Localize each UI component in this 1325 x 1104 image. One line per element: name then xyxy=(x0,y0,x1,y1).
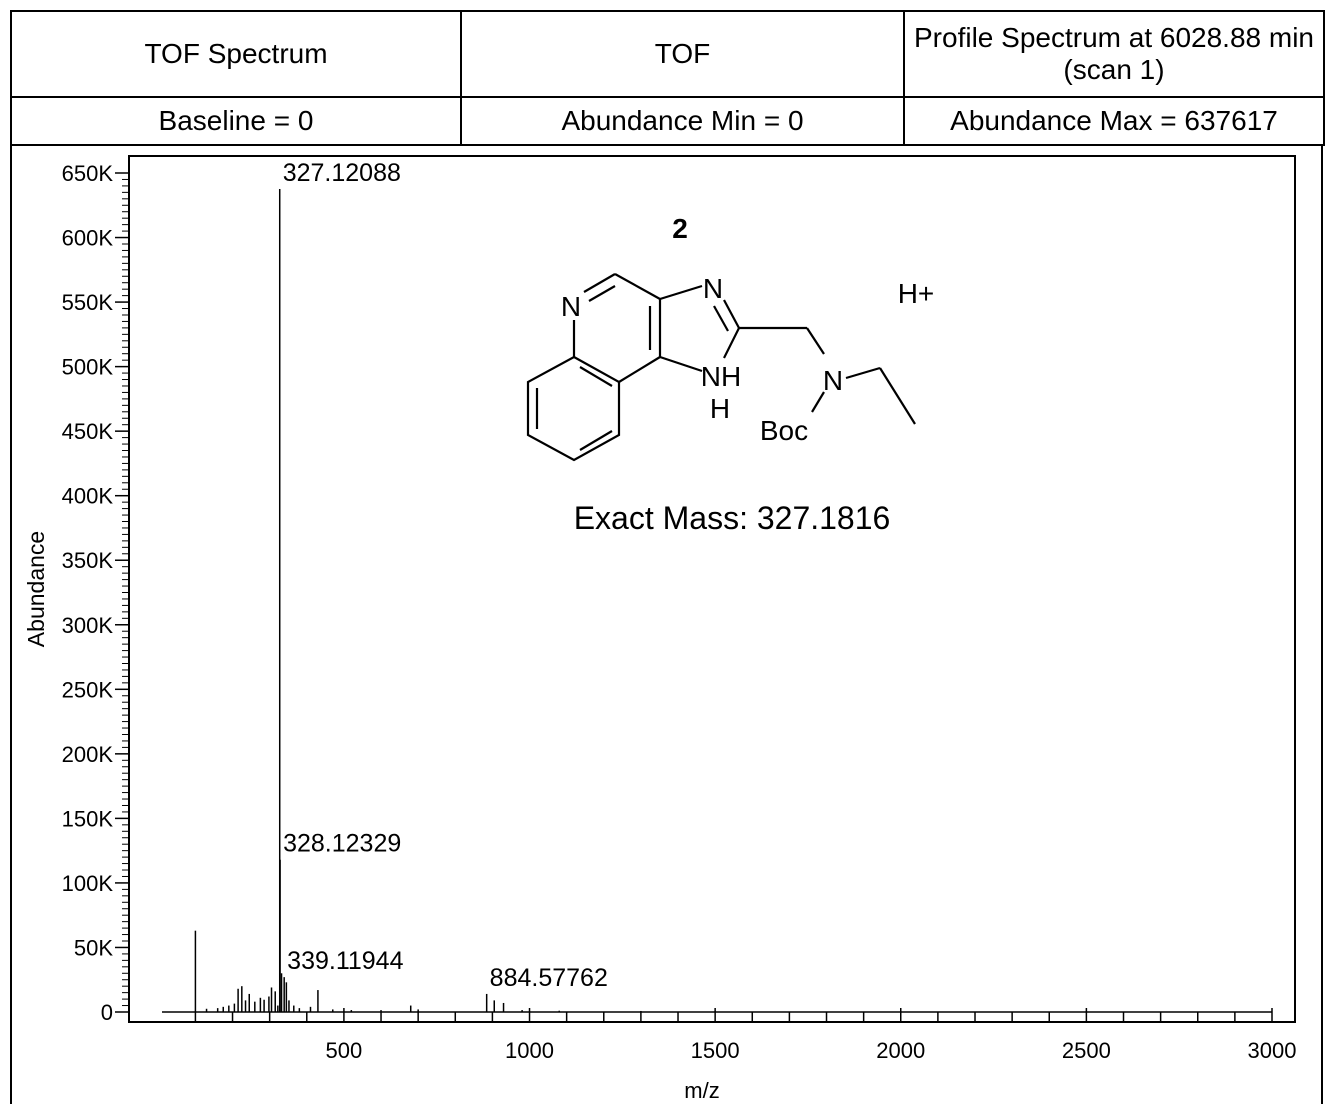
bond xyxy=(845,366,881,380)
peak-label: 339.11944 xyxy=(287,947,403,975)
bond xyxy=(723,299,740,329)
y-tick-label: 300K xyxy=(62,613,114,638)
bond xyxy=(806,327,825,355)
x-tick-label: 1500 xyxy=(691,1038,740,1063)
bond xyxy=(618,356,661,383)
bond-double xyxy=(713,305,729,332)
header-abundance-min: Abundance Min = 0 xyxy=(460,96,905,146)
benzene-double-bond xyxy=(579,430,613,451)
structure-labels: 2 N N NH H N Boc H+ Exact Mass: 327.1816 xyxy=(561,213,934,536)
x-tick-label: 500 xyxy=(326,1038,363,1063)
x-tick-label: 2000 xyxy=(876,1038,925,1063)
header-scan-info: Profile Spectrum at 6028.88 min (scan 1) xyxy=(903,10,1325,98)
chemical-structure xyxy=(526,273,916,462)
y-axis: 0 50K 100K 150K 200K 250K 300K 350K 400K 450K 500K… xyxy=(62,161,129,1025)
plot-frame: Abundance m/z 0 50K 100K 150K 200K 250K 300K 35… xyxy=(10,146,1323,1104)
peak-label: 327.12088 xyxy=(283,159,401,187)
bond xyxy=(811,391,825,413)
y-tick-label: 250K xyxy=(62,677,114,702)
atom-label-boc: Boc xyxy=(760,415,808,446)
y-tick-label: 500K xyxy=(62,355,114,380)
compound-number: 2 xyxy=(672,213,688,244)
mass-spectrum-chart: Abundance m/z 0 50K 100K 150K 200K 250K 300K 35… xyxy=(23,155,1297,1103)
y-tick-label: 350K xyxy=(62,548,114,573)
y-tick-label: 400K xyxy=(62,484,114,509)
x-tick-label: 1000 xyxy=(505,1038,554,1063)
bond xyxy=(879,367,916,425)
y-tick-label: 200K xyxy=(62,742,114,767)
atom-label-n-amine: N xyxy=(823,365,843,396)
y-tick-label: 450K xyxy=(62,419,114,444)
bond xyxy=(659,355,703,373)
bond xyxy=(723,327,740,359)
atom-label-n: N xyxy=(561,291,581,322)
charge-label: H+ xyxy=(898,278,935,309)
atom-label-n: N xyxy=(703,273,723,304)
atom-label-nh: NH xyxy=(701,361,741,392)
atom-label-h: H xyxy=(710,393,730,424)
y-tick-label: 150K xyxy=(62,806,114,831)
benzene-double-bond xyxy=(579,366,613,387)
bond xyxy=(614,273,661,300)
peak-label: 884.57762 xyxy=(490,964,608,992)
y-axis-title: Abundance xyxy=(23,531,49,647)
y-tick-label: 550K xyxy=(62,290,114,315)
header-abundance-max: Abundance Max = 637617 xyxy=(903,96,1325,146)
benzene-ring xyxy=(526,355,621,462)
exact-mass-label: Exact Mass: 327.1816 xyxy=(574,500,891,536)
y-tick-label: 650K xyxy=(62,161,114,186)
x-axis: 500 1000 1500 2000 2500 3000 xyxy=(194,1008,1297,1063)
header-instrument: TOF xyxy=(460,10,905,98)
peak-series xyxy=(162,188,1272,1013)
x-tick-label: 3000 xyxy=(1248,1038,1297,1063)
header-spectrum-type: TOF Spectrum xyxy=(10,10,462,98)
bond xyxy=(659,284,703,301)
x-tick-label: 2500 xyxy=(1062,1038,1111,1063)
x-axis-title: m/z xyxy=(684,1078,719,1103)
y-tick-label: 0 xyxy=(101,1000,113,1025)
y-tick-label: 100K xyxy=(62,871,114,896)
peak-annotations: 327.12088 328.12329 339.11944 884.57762 xyxy=(283,159,608,992)
plot-area xyxy=(128,155,1296,1023)
bond xyxy=(583,273,616,293)
peak-label: 328.12329 xyxy=(283,830,401,858)
header-baseline: Baseline = 0 xyxy=(10,96,462,146)
y-tick-label: 50K xyxy=(74,935,113,960)
bond-double xyxy=(588,285,616,302)
spectrum-header-table: TOF Spectrum TOF Profile Spectrum at 602… xyxy=(10,10,1325,146)
y-tick-label: 600K xyxy=(62,226,114,251)
